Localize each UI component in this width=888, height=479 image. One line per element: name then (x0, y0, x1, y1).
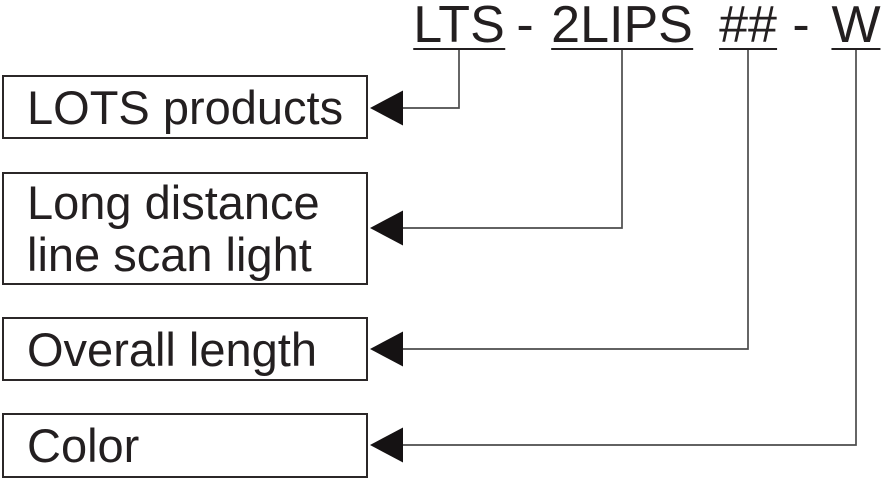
part-number-segment-series: LTS (413, 0, 505, 54)
label-text: Long distance (27, 175, 320, 229)
label-box-lots-products: LOTS products (2, 75, 368, 139)
part-number-separator: - (516, 0, 534, 54)
label-box-overall-length: Overall length (2, 317, 368, 381)
label-box-color: Color (2, 413, 368, 478)
part-number-segment-length: ## (719, 0, 777, 54)
connector-length-to-overall-length (403, 50, 749, 350)
arrow-left-icon (370, 331, 403, 367)
label-text: line scan light (27, 227, 312, 281)
arrow-left-icon (370, 210, 403, 246)
part-number-separator: - (792, 0, 810, 54)
label-text: LOTS products (27, 80, 344, 134)
label-text: Color (27, 419, 140, 472)
label-text: Overall length (27, 322, 317, 376)
connector-model-to-line-scan-light (403, 50, 623, 229)
connector-series-to-lots-products (403, 50, 460, 109)
part-number-segment-model: 2LIPS (551, 0, 693, 54)
arrow-left-icon (370, 90, 403, 126)
connector-color-to-color (403, 50, 857, 446)
label-box-long-distance-line-scan-light: Long distance line scan light (2, 172, 368, 285)
arrow-left-icon (370, 427, 403, 463)
part-number-segment-color: W (831, 0, 881, 54)
